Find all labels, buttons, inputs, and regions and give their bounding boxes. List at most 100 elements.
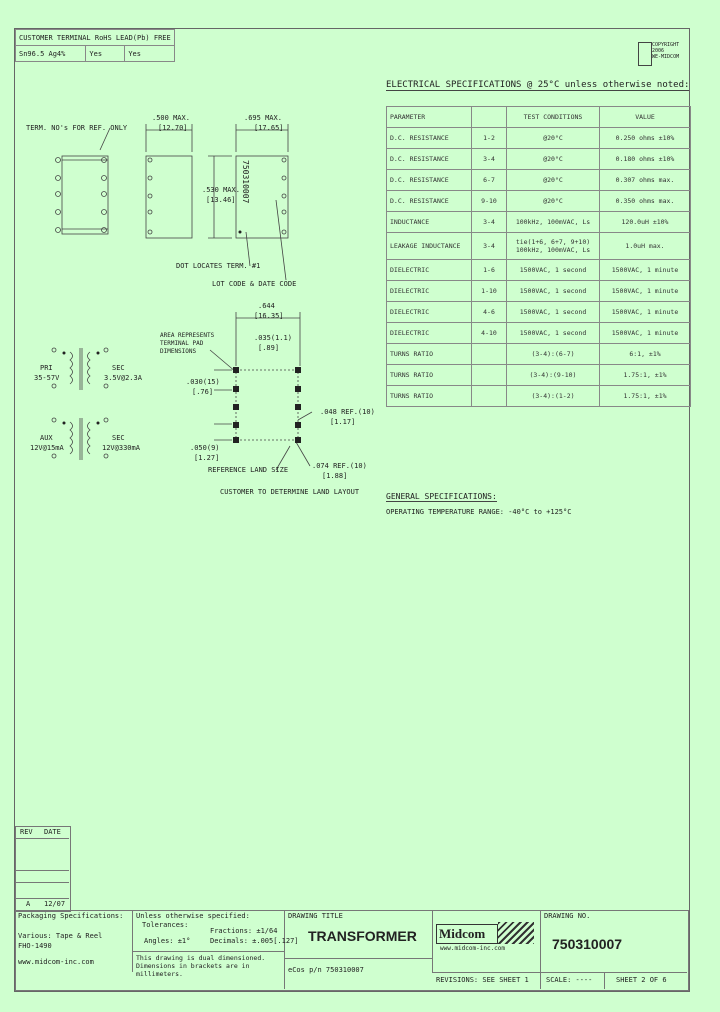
parameter-cell: DIELECTRIC — [386, 280, 472, 302]
company-site: www.midcom-inc.com — [440, 945, 506, 952]
packaging-title: Packaging Specifications: — [18, 912, 124, 920]
test-conditions-cell: 1500VAC, 1 second — [506, 322, 600, 344]
land-644: .644 — [258, 302, 275, 310]
land-030: .030(15) — [186, 378, 220, 386]
land-035: .035(1.1) — [254, 334, 292, 342]
dim-530: .530 MAX. — [202, 186, 240, 194]
packaging-line-1: Various: Tape & Reel — [18, 932, 103, 940]
pins-cell: 4-6 — [471, 301, 507, 323]
land-050: .050(9) — [190, 444, 220, 452]
parameter-cell: TURNS RATIO — [386, 364, 472, 386]
test-conditions-cell: (3-4):(9-10) — [506, 364, 600, 386]
land-030-mm: [.76] — [192, 388, 214, 396]
pins-cell: 1-6 — [471, 259, 507, 281]
tol-angles: Angles: ±1° — [144, 937, 191, 945]
test-conditions-cell: tie(1+6, 6+7, 9+10) 100kHz, 100mVAC, Ls — [506, 232, 600, 260]
customer-pn: eCos p/n 750310007 — [288, 966, 364, 974]
mechanical-drawing — [51, 124, 313, 471]
specs-row: TURNS RATIO(3-4):(9-10)1.75:1, ±1% — [386, 364, 691, 386]
website-link[interactable]: www.midcom-inc.com — [18, 958, 94, 966]
parameter-cell: TURNS RATIO — [386, 343, 472, 365]
parameter-cell: INDUCTANCE — [386, 211, 472, 233]
sec1-label: SEC — [112, 364, 125, 372]
parameter-cell: D.C. RESISTANCE — [386, 127, 472, 149]
drawing-border — [14, 28, 690, 992]
operating-temp: OPERATING TEMPERATURE RANGE: -40°C to +1… — [386, 508, 572, 516]
parameter-cell: LEAKAGE INDUCTANCE — [386, 232, 472, 260]
ref-land: REFERENCE LAND SIZE — [208, 466, 289, 474]
sec2-label: SEC — [112, 434, 125, 442]
value-cell: 1.0uH max. — [599, 232, 691, 260]
pins-cell: 3-4 — [471, 211, 507, 233]
dim-500-mm: [12.70] — [158, 124, 188, 132]
land-048-mm: [1.17] — [330, 418, 356, 426]
date-label: DATE — [44, 828, 61, 836]
test-conditions-cell: @20°C — [506, 127, 600, 149]
term-note: TERM. NO's FOR REF. ONLY — [26, 124, 128, 132]
land-035-mm: [.89] — [258, 344, 280, 352]
specs-row: TURNS RATIO (3-4):(1-2)1.75:1, ±1% — [386, 385, 691, 407]
parameter-cell: D.C. RESISTANCE — [386, 148, 472, 170]
land-074: .074 REF.(10) — [312, 462, 367, 470]
packaging-line-2: FHO-1490 — [18, 942, 52, 950]
value-cell: 1500VAC, 1 minute — [599, 301, 691, 323]
value-cell: 120.0uH ±10% — [599, 211, 691, 233]
pins-cell — [471, 364, 507, 386]
land-644-mm: [16.35] — [254, 312, 284, 320]
pins-cell: 1-2 — [471, 127, 507, 149]
tol-label: Tolerances: — [142, 921, 189, 929]
test-conditions-cell: (3-4):(1-2) — [506, 385, 600, 407]
part-marking: 750310007 — [241, 160, 250, 204]
scale: SCALE: ---- — [546, 976, 593, 984]
parameter-cell: DIELECTRIC — [386, 322, 472, 344]
sheet-number: SHEET 2 OF 6 — [616, 976, 667, 984]
test-conditions-cell: 1500VAC, 1 second — [506, 301, 600, 323]
sec2-value: 12V@330mA — [102, 444, 140, 452]
test-conditions-cell: 1500VAC, 1 second — [506, 259, 600, 281]
dim-500: .500 MAX. — [152, 114, 190, 122]
rev-a-date: 12/07 — [44, 900, 66, 908]
title-block — [15, 910, 689, 991]
pins-cell: 1-10 — [471, 280, 507, 302]
test-conditions-cell: 1500VAC, 1 second — [506, 280, 600, 302]
rev-label: REV — [20, 828, 33, 836]
drawing-no-label: DRAWING NO. — [544, 912, 591, 920]
pins-cell: 4-10 — [471, 322, 507, 344]
parameter-cell: TURNS RATIO — [386, 385, 472, 407]
pri-label: PRI — [40, 364, 53, 372]
dot-note: DOT LOCATES TERM. #1 — [176, 262, 261, 270]
test-conditions-cell: @20°C — [506, 169, 600, 191]
parameter-cell: D.C. RESISTANCE — [386, 169, 472, 191]
aux-label: AUX — [40, 434, 53, 442]
drawing-number: 750310007 — [552, 936, 623, 952]
value-cell: 1500VAC, 1 minute — [599, 322, 691, 344]
tolerances-title: Unless otherwise specified: — [136, 912, 250, 920]
aux-value: 12V@15mA — [30, 444, 64, 452]
parameter-cell: DIELECTRIC — [386, 259, 472, 281]
copyright-text: COPYRIGHT 2006 WE-MIDCOM — [652, 42, 679, 60]
value-cell: 0.180 ohms ±10% — [599, 148, 691, 170]
pins-cell: 3-4 — [471, 232, 507, 260]
value-cell: 0.250 ohms ±10% — [599, 127, 691, 149]
pins-cell — [471, 343, 507, 365]
parameter-cell: DIELECTRIC — [386, 301, 472, 323]
test-conditions-cell: (3-4):(6-7) — [506, 343, 600, 365]
test-conditions-cell: @20°C — [506, 148, 600, 170]
drawing-title: TRANSFORMER — [308, 928, 417, 944]
value-cell: 1.75:1, ±1% — [599, 385, 691, 407]
general-specs-title: GENERAL SPECIFICATIONS: — [386, 492, 497, 502]
specs-title: ELECTRICAL SPECIFICATIONS @ 25°C unless … — [386, 80, 690, 91]
value-cell: 0.350 ohms max. — [599, 190, 691, 212]
rev-a: A — [26, 900, 31, 908]
parameter-cell: D.C. RESISTANCE — [386, 190, 472, 212]
copyright-line-3: WE-MIDCOM — [652, 54, 680, 60]
value-cell: 0.307 ohms max. — [599, 169, 691, 191]
land-050-mm: [1.27] — [194, 454, 220, 462]
